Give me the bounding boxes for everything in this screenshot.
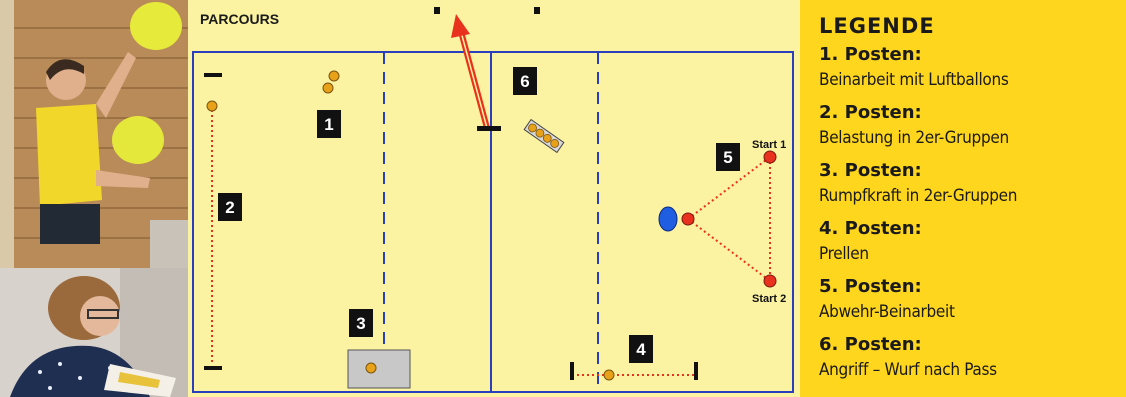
cone: [763, 150, 777, 164]
legend-item-description: Angriff – Wurf nach Pass: [819, 360, 997, 380]
svg-text:5: 5: [723, 148, 732, 167]
ball: [322, 82, 334, 94]
parcours-diagram: PARCOURS: [188, 0, 800, 397]
bar-marker: [694, 362, 698, 380]
legend-item: 3. Posten: Rumpfkraft in 2er-Gruppen: [819, 158, 1119, 208]
station-number-4: 4: [629, 335, 653, 363]
station-number-6: 6: [513, 67, 537, 95]
photo-column: [0, 0, 188, 397]
svg-text:3: 3: [356, 314, 365, 333]
legend-item-heading: 5. Posten:: [819, 276, 922, 297]
cone: [681, 212, 695, 226]
player-marker: [658, 206, 678, 232]
legend-item-description: Prellen: [819, 244, 869, 264]
court-boundary: [192, 51, 794, 393]
station-number-2: 2: [218, 193, 242, 221]
legend-item-heading: 3. Posten:: [819, 160, 922, 181]
legend-item: 2. Posten: Belastung in 2er-Gruppen: [819, 100, 1119, 150]
top-marker: [534, 7, 540, 14]
legend-item-description: Beinarbeit mit Luftballons: [819, 70, 1009, 90]
svg-text:4: 4: [636, 340, 646, 359]
legend-item-heading: 4. Posten:: [819, 218, 922, 239]
legend-item: 4. Posten: Prellen: [819, 216, 1119, 266]
legend-item-description: Rumpfkraft in 2er-Gruppen: [819, 186, 1018, 206]
ball: [603, 369, 615, 381]
station3-mat: [347, 349, 411, 389]
start-label-1: Start 1: [752, 139, 786, 151]
station5-dotted: [687, 218, 771, 282]
station-number-1: 1: [317, 110, 341, 138]
svg-text:2: 2: [225, 198, 234, 217]
svg-text:1: 1: [324, 115, 333, 134]
legend-item: 1. Posten: Beinarbeit mit Luftballons: [819, 42, 1119, 92]
legend-item: 6. Posten: Angriff – Wurf nach Pass: [819, 332, 1119, 382]
station-number-3: 3: [349, 309, 373, 337]
ball: [365, 362, 377, 374]
ball-rack: [523, 118, 565, 154]
ball: [206, 100, 218, 112]
legend-item-heading: 6. Posten:: [819, 334, 922, 355]
station-number-5: 5: [716, 143, 740, 171]
station5-dotted: [687, 156, 771, 220]
legend-item: 5. Posten: Abwehr-Beinarbeit: [819, 274, 1119, 324]
cone: [763, 274, 777, 288]
legend-item-heading: 2. Posten:: [819, 102, 922, 123]
bar-marker: [204, 73, 222, 77]
photo-woman-reading: [0, 268, 188, 397]
photo-child-with-balloons: [0, 0, 188, 268]
legend-title: LEGENDE: [819, 14, 935, 38]
legend: LEGENDE 1. Posten: Beinarbeit mit Luftba…: [819, 10, 1119, 390]
svg-text:6: 6: [520, 72, 529, 91]
start-label-2: Start 2: [752, 293, 786, 305]
bar-marker: [570, 362, 574, 380]
top-marker: [434, 7, 440, 14]
diagram-title: PARCOURS: [200, 11, 280, 27]
ball: [328, 70, 340, 82]
legend-item-description: Belastung in 2er-Gruppen: [819, 128, 1009, 148]
bar-marker: [204, 366, 222, 370]
court-svg: 1 2 3 4 5 6 Start 1 Start 2: [192, 7, 794, 393]
legend-item-heading: 1. Posten:: [819, 44, 922, 65]
legend-item-description: Abwehr-Beinarbeit: [819, 302, 955, 322]
station6-arrowhead: [451, 14, 470, 38]
station6-arrow-inner: [459, 27, 488, 129]
bar-marker: [477, 126, 501, 131]
